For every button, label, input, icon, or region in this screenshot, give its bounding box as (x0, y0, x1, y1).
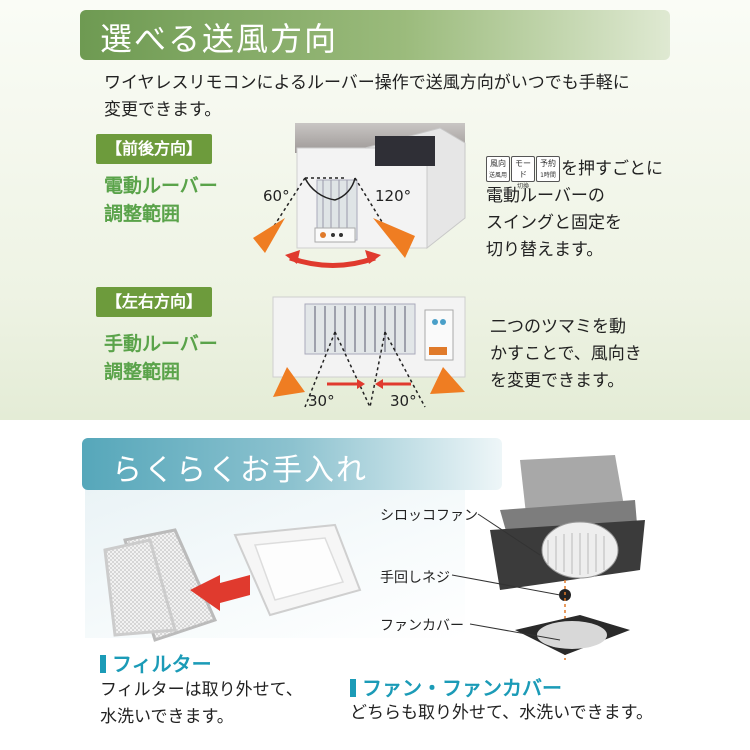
filter-heading: フィルター (100, 648, 212, 677)
fan-heading: ファン・ファンカバー (350, 672, 562, 701)
sirocco-fan-callout: シロッコファン (380, 508, 478, 524)
filter-heading-bar (100, 655, 106, 673)
filter-description: フィルターは取り外せて、 水洗いできます。 (100, 677, 303, 731)
fan-illustration (490, 455, 645, 660)
airflow-intro-line2: 変更できます。 (104, 100, 222, 120)
left-right-tag: 【左右方向】 (96, 287, 213, 317)
airflow-title: 選べる送風方向 (100, 20, 339, 58)
airflow-title-band (80, 10, 670, 60)
wind-direction-button-sub: 送風用 (488, 172, 507, 179)
timer-button-label: 予約 (540, 159, 556, 168)
fan-cover-callout: ファンカバー (380, 618, 464, 634)
manual-louver-label-line1: 手動ルーバー (104, 333, 218, 355)
left-right-desc-line1: 二つのツマミを動 (490, 317, 626, 337)
electric-louver-label-line2: 調整範囲 (104, 203, 181, 225)
front-back-tag: 【前後方向】 (96, 134, 213, 164)
front-back-desc-line3: スイングと固定を (486, 213, 622, 233)
mode-button-label: モード (515, 159, 531, 179)
airflow-intro: ワイヤレスリモコンによるルーバー操作で送風方向がいつでも手軽に 変更できます。 (104, 70, 664, 124)
filter-desc-line1: フィルターは取り外せて、 (100, 680, 303, 700)
fan-description: どちらも取り外せて、水洗いできます。 (350, 700, 653, 727)
electric-louver-label-line1: 電動ルーバー (104, 175, 218, 197)
filter-desc-line2: 水洗いできます。 (100, 707, 234, 727)
mode-button-sub: 切換 (516, 183, 529, 190)
left-right-description: 二つのツマミを動 かすことで、風向き を変更できます。 (490, 314, 642, 395)
timer-button-sub: 1時間 (540, 172, 556, 179)
left-right-unit-illustration (272, 296, 466, 408)
front-back-desc-line1: を押すごとに (561, 159, 663, 179)
remote-button-timer: 予約 1時間 (536, 156, 560, 182)
left-right-desc-line3: を変更できます。 (490, 371, 625, 391)
fan-desc-line1: どちらも取り外せて、水洗いできます。 (350, 703, 653, 723)
filter-illustration (103, 523, 362, 642)
manual-louver-label-line2: 調整範囲 (104, 361, 181, 383)
airflow-intro-line1: ワイヤレスリモコンによるルーバー操作で送風方向がいつでも手軽に (104, 73, 630, 93)
left-right-desc-line2: かすことで、風向き (490, 344, 642, 364)
maintenance-title-band (82, 438, 502, 490)
wind-direction-button-label: 風向 (490, 159, 506, 168)
remote-button-wind-direction: 風向送風用 (486, 156, 510, 182)
filter-heading-text: フィルター (112, 652, 212, 676)
front-back-desc-line2: 電動ルーバーの (486, 186, 605, 206)
front-back-angle-left: 60° (263, 187, 290, 205)
electric-louver-label: 電動ルーバー 調整範囲 (104, 172, 218, 228)
front-back-angle-right: 120° (375, 187, 412, 205)
maintenance-title: らくらくお手入れ (112, 453, 368, 488)
thumb-screw-callout: 手回しネジ (380, 570, 450, 586)
left-right-angle-right: 30° (390, 392, 417, 410)
fan-heading-text: ファン・ファンカバー (362, 676, 562, 700)
manual-louver-label: 手動ルーバー 調整範囲 (104, 330, 218, 386)
front-back-unit-illustration (253, 123, 466, 268)
remote-button-mode: モード切換 (511, 156, 535, 190)
fan-heading-bar (350, 679, 356, 697)
front-back-desc-line4: 切り替えます。 (486, 240, 604, 260)
left-right-angle-left: 30° (308, 392, 335, 410)
